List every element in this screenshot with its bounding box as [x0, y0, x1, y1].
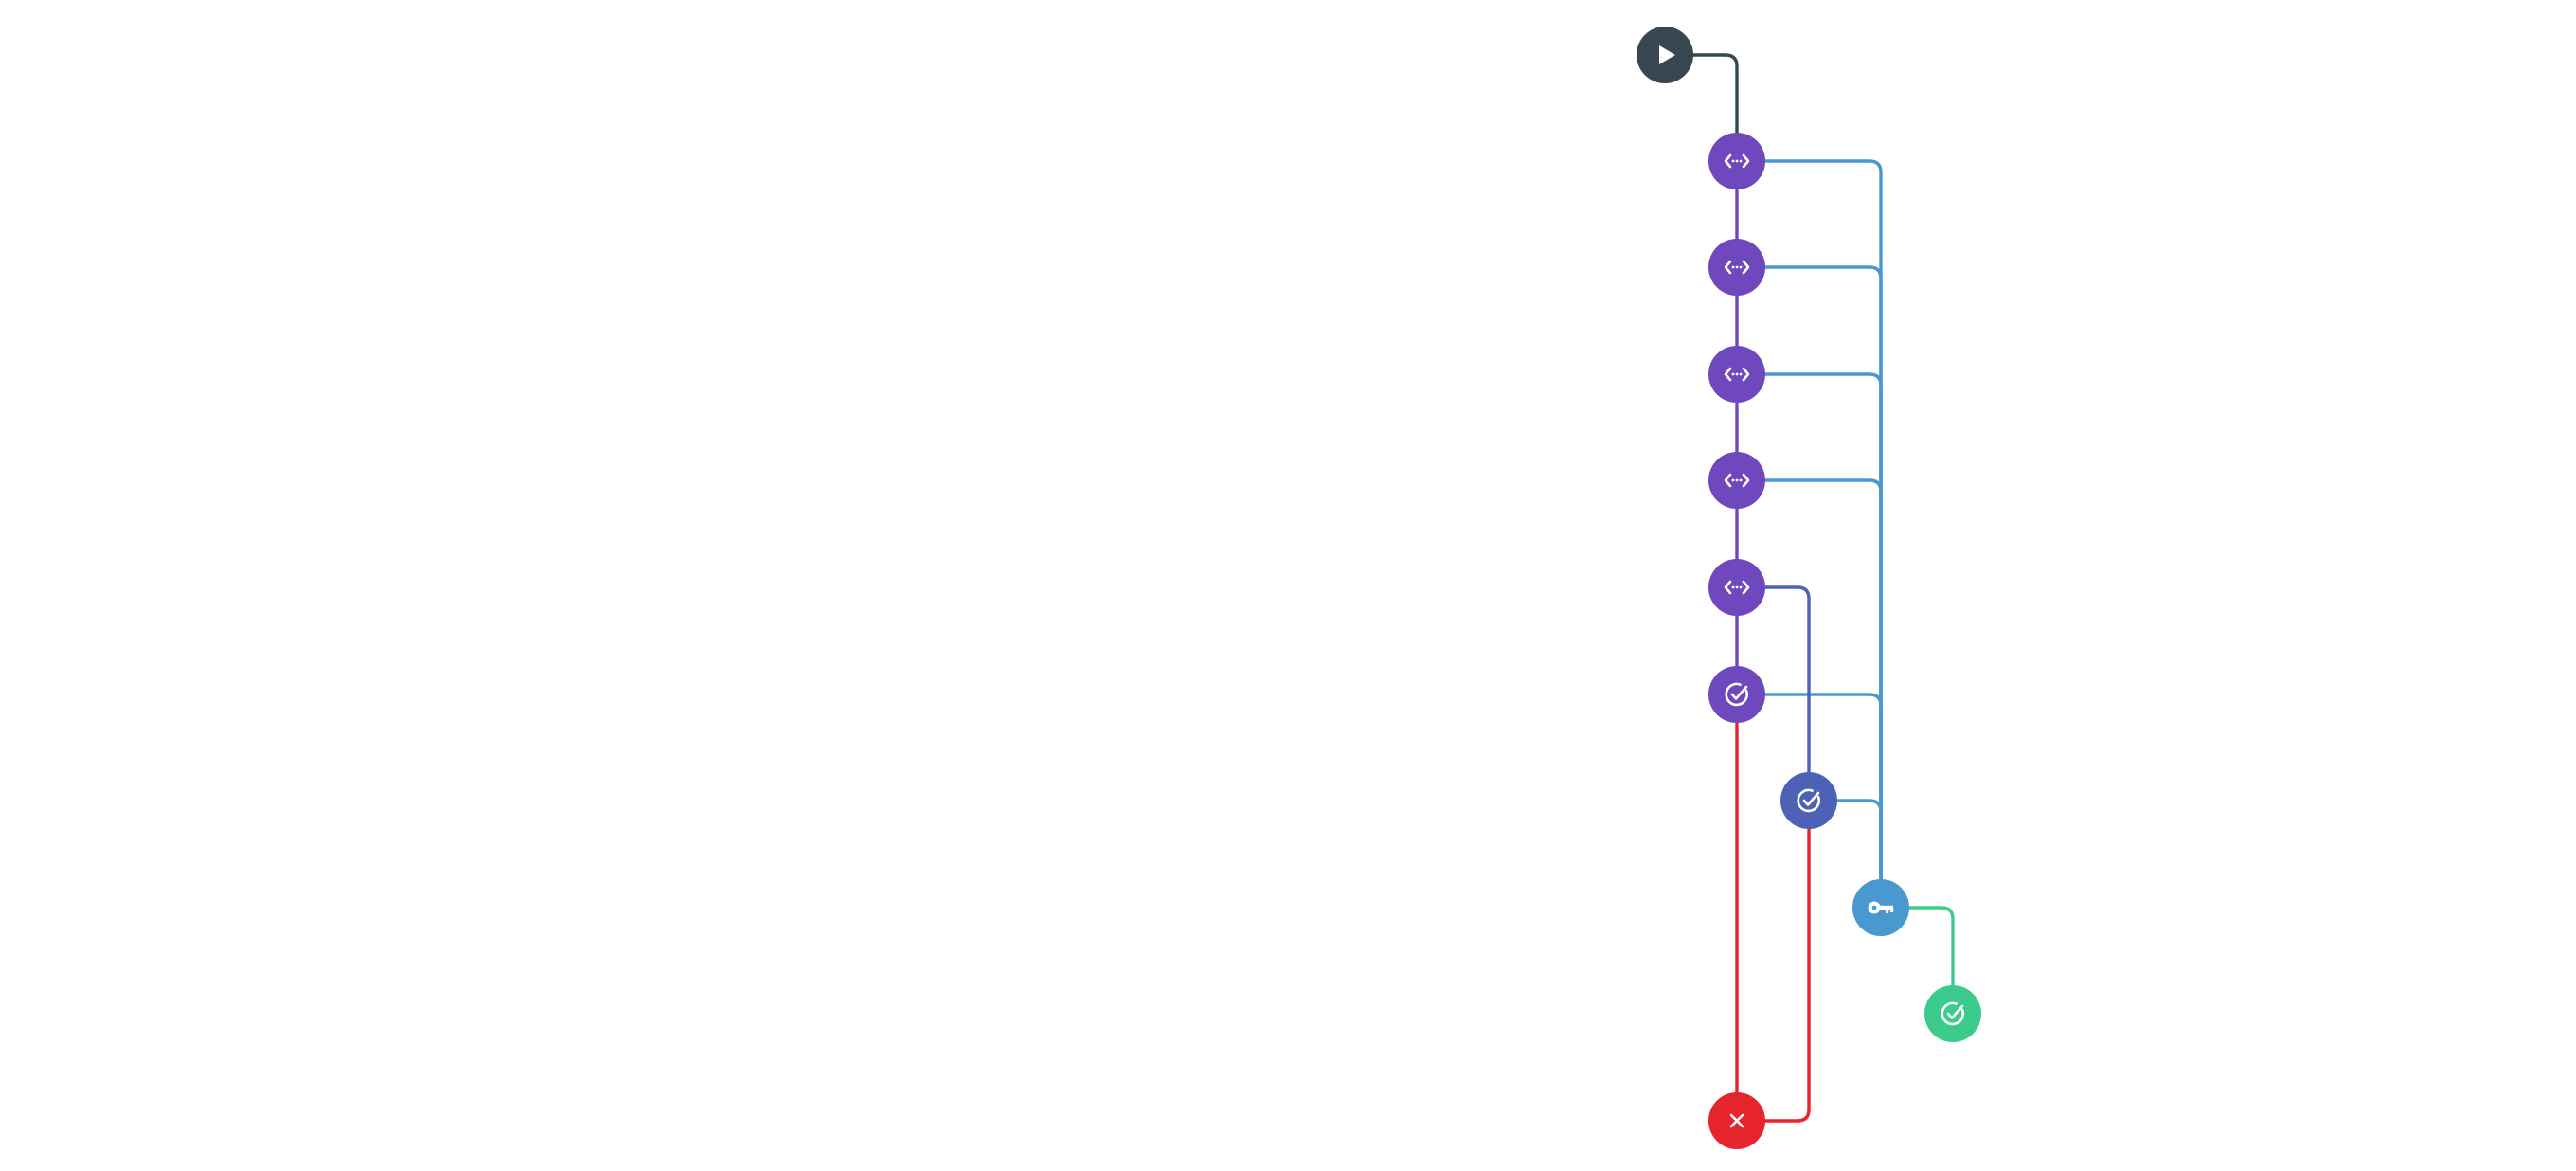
node-check-2[interactable] [1780, 772, 1837, 829]
api-code-icon [1724, 580, 1750, 595]
edge-api-4-to-key [1735, 478, 1883, 910]
node-key[interactable] [1852, 879, 1909, 936]
edge-api-1-to-key [1735, 159, 1883, 910]
node-api-3[interactable] [1708, 346, 1765, 403]
edge-start-to-api-1 [1663, 53, 1739, 163]
node-fail[interactable] [1708, 1092, 1765, 1149]
node-api-5[interactable] [1708, 559, 1765, 616]
api-code-icon [1724, 153, 1750, 169]
node-check-3-circle [1924, 985, 1981, 1042]
edge-api-2-to-key [1735, 265, 1883, 910]
edge-api-3-to-key [1735, 372, 1883, 910]
play-icon [1659, 45, 1675, 64]
check-circle-icon [1797, 788, 1820, 813]
api-code-icon [1724, 260, 1750, 275]
node-start[interactable] [1637, 27, 1693, 83]
node-api-2[interactable] [1708, 239, 1765, 296]
node-layer [1637, 27, 1981, 1149]
api-code-icon [1724, 367, 1750, 382]
node-api-1[interactable] [1708, 133, 1765, 189]
node-check-1[interactable] [1708, 666, 1765, 723]
node-check-2-circle [1780, 772, 1837, 829]
close-icon [1729, 1113, 1744, 1128]
check-circle-icon [1941, 1001, 1964, 1026]
edge-key-to-check-3 [1879, 906, 1955, 1016]
edge-layer [1663, 53, 1955, 1123]
edge-api-5-to-check-2 [1735, 586, 1811, 802]
node-check-3[interactable] [1924, 985, 1981, 1042]
check-circle-icon [1725, 682, 1748, 707]
key-icon [1868, 901, 1894, 914]
edge-check-2-to-fail [1735, 799, 1811, 1123]
node-check-1-circle [1708, 666, 1765, 723]
api-code-icon [1724, 473, 1750, 488]
edge-check-1-to-key [1735, 693, 1883, 910]
edge-check-2-to-key [1807, 799, 1883, 910]
node-api-4[interactable] [1708, 452, 1765, 509]
